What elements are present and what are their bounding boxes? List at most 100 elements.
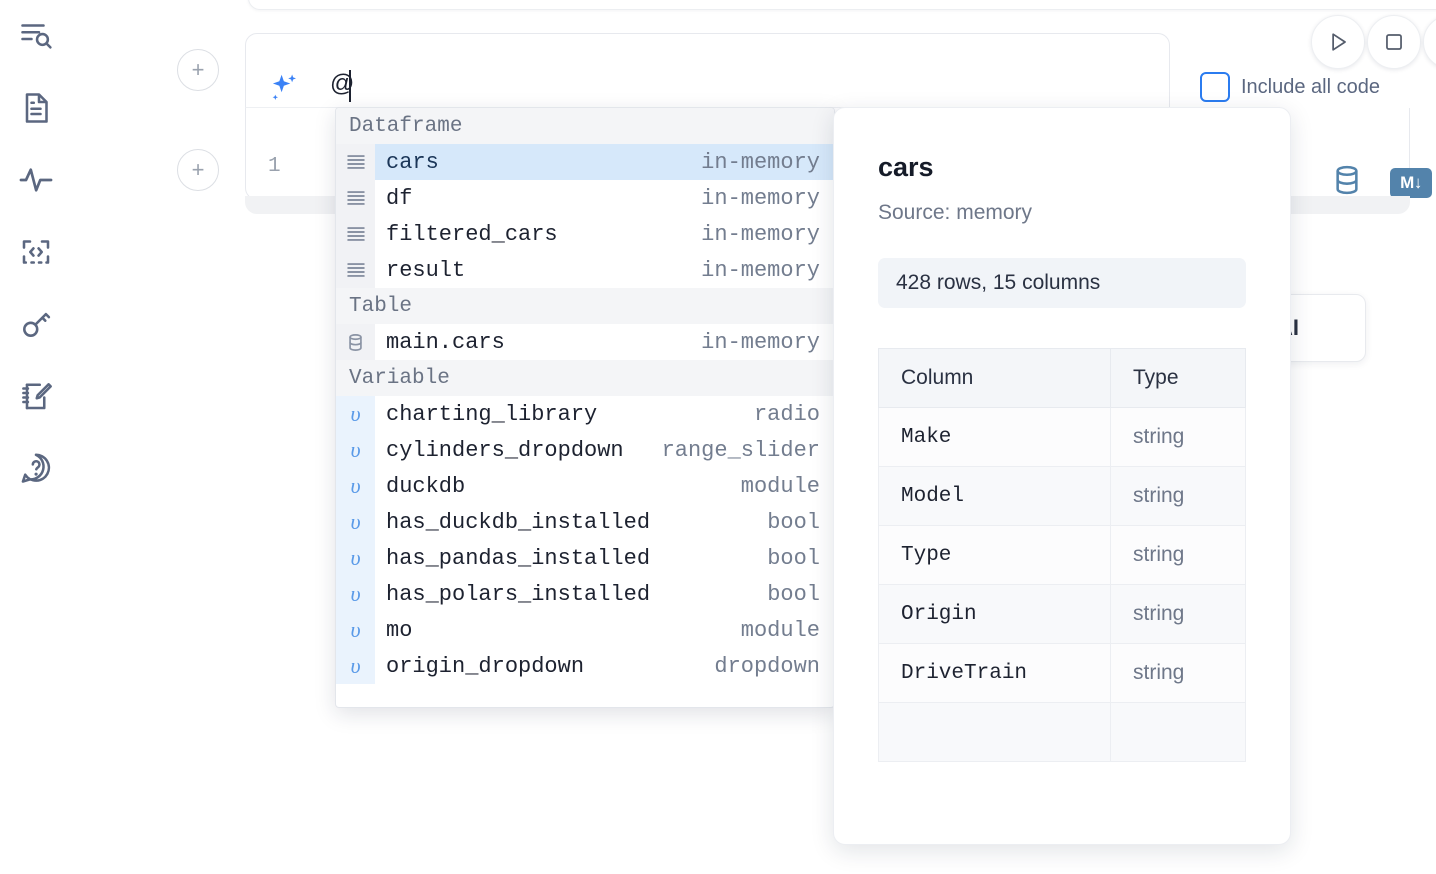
autocomplete-option[interactable]: υ charting_library radio [336, 396, 834, 432]
variable-icon: υ [336, 648, 375, 684]
autocomplete-option-meta: in-memory [701, 257, 820, 283]
include-all-code-checkbox[interactable] [1200, 72, 1230, 102]
autocomplete-option-name: mo [386, 617, 413, 643]
sidebar-item-variables[interactable] [10, 154, 62, 206]
variable-icon: υ [336, 576, 375, 612]
ai-sparkle-icon [266, 70, 302, 106]
variable-icon: υ [336, 504, 375, 540]
line-number: 1 [268, 155, 281, 178]
autocomplete-option[interactable]: df in-memory [336, 180, 834, 216]
autocomplete-option[interactable]: main.cars in-memory [336, 324, 834, 360]
database-icon[interactable] [1330, 163, 1364, 202]
schema-column-name: Origin [878, 584, 1111, 644]
autocomplete-option-name: has_polars_installed [386, 581, 651, 607]
dataframe-icon [336, 144, 375, 180]
schema-column-name: DriveTrain [878, 643, 1111, 703]
autocomplete-option-name: duckdb [386, 473, 466, 499]
autocomplete-section-header: Variable [336, 360, 834, 396]
autocomplete-option-meta: in-memory [701, 149, 820, 175]
schema-column-name [878, 702, 1111, 762]
autocomplete-option-meta: in-memory [701, 221, 820, 247]
autocomplete-option-name: has_pandas_installed [386, 545, 651, 571]
file-document-icon [18, 90, 54, 126]
text-caret [349, 70, 351, 102]
dataframe-icon [336, 216, 375, 252]
stop-button[interactable] [1367, 15, 1421, 69]
autocomplete-option-meta: module [740, 473, 820, 499]
autocomplete-option-meta: range_slider [661, 437, 820, 463]
table-row [878, 702, 1246, 762]
autocomplete-option-name: charting_library [386, 401, 598, 427]
schema-column-type: string [1110, 525, 1246, 585]
autocomplete-option-name: filtered_cars [386, 221, 558, 247]
include-all-code-row[interactable]: Include all code [1200, 72, 1380, 102]
autocomplete-option-meta: in-memory [701, 185, 820, 211]
run-button[interactable] [1311, 15, 1365, 69]
schema-column-name: Type [878, 525, 1111, 585]
sidebar-item-scratchpad[interactable] [10, 370, 62, 422]
add-cell-above-button[interactable]: + [177, 49, 219, 91]
outline-search-icon [18, 18, 54, 54]
autocomplete-option-meta: bool [767, 509, 820, 535]
markdown-icon[interactable]: M↓ [1390, 167, 1432, 198]
column-header-column: Column [878, 348, 1111, 408]
sidebar-item-secrets[interactable] [10, 298, 62, 350]
schema-column-type: string [1110, 407, 1246, 467]
table-db-icon [336, 324, 375, 360]
autocomplete-option[interactable]: filtered_cars in-memory [336, 216, 834, 252]
autocomplete-section-header: Table [336, 288, 834, 324]
schema-column-type [1110, 702, 1246, 762]
add-cell-below-button[interactable]: + [177, 149, 219, 191]
dataframe-icon [336, 252, 375, 288]
sidebar-item-snippets[interactable] [10, 226, 62, 278]
autocomplete-option-name: main.cars [386, 329, 505, 355]
schema-column-type: string [1110, 466, 1246, 526]
key-icon [18, 306, 54, 342]
autocomplete-option-name: result [386, 257, 466, 283]
notebook-pencil-icon [18, 378, 54, 414]
autocomplete-option[interactable]: result in-memory [336, 252, 834, 288]
preview-source: Source: memory [878, 201, 1033, 224]
variable-icon: υ [336, 396, 375, 432]
ai-prompt-value[interactable]: @ [330, 70, 355, 97]
activity-pulse-icon [17, 161, 55, 199]
variable-icon: υ [336, 468, 375, 504]
variable-icon: υ [336, 612, 375, 648]
sidebar-item-explore[interactable] [10, 10, 62, 62]
sidebar-item-files[interactable] [10, 82, 62, 134]
schema-column-name: Make [878, 407, 1111, 467]
code-brackets-icon [18, 234, 54, 270]
autocomplete-option-name: cylinders_dropdown [386, 437, 624, 463]
dataframe-icon [336, 180, 375, 216]
column-header-type: Type [1110, 348, 1246, 408]
autocomplete-option-meta: module [740, 617, 820, 643]
autocomplete-option-name: df [386, 185, 413, 211]
help-chat-icon [18, 450, 54, 486]
autocomplete-option-meta: in-memory [701, 329, 820, 355]
more-options-button[interactable] [1423, 15, 1436, 69]
schema-column-type: string [1110, 584, 1246, 644]
previous-cell [248, 0, 1436, 10]
schema-column-name: Model [878, 466, 1111, 526]
sidebar-rail [0, 0, 72, 874]
preview-title: cars [878, 152, 934, 182]
sidebar-item-help[interactable] [10, 442, 62, 494]
include-all-code-label: Include all code [1241, 75, 1380, 98]
autocomplete-option-meta: radio [753, 401, 820, 427]
variable-icon: υ [336, 540, 375, 576]
autocomplete-option-name: origin_dropdown [386, 653, 585, 679]
ai-prompt-bar[interactable] [245, 33, 1170, 108]
